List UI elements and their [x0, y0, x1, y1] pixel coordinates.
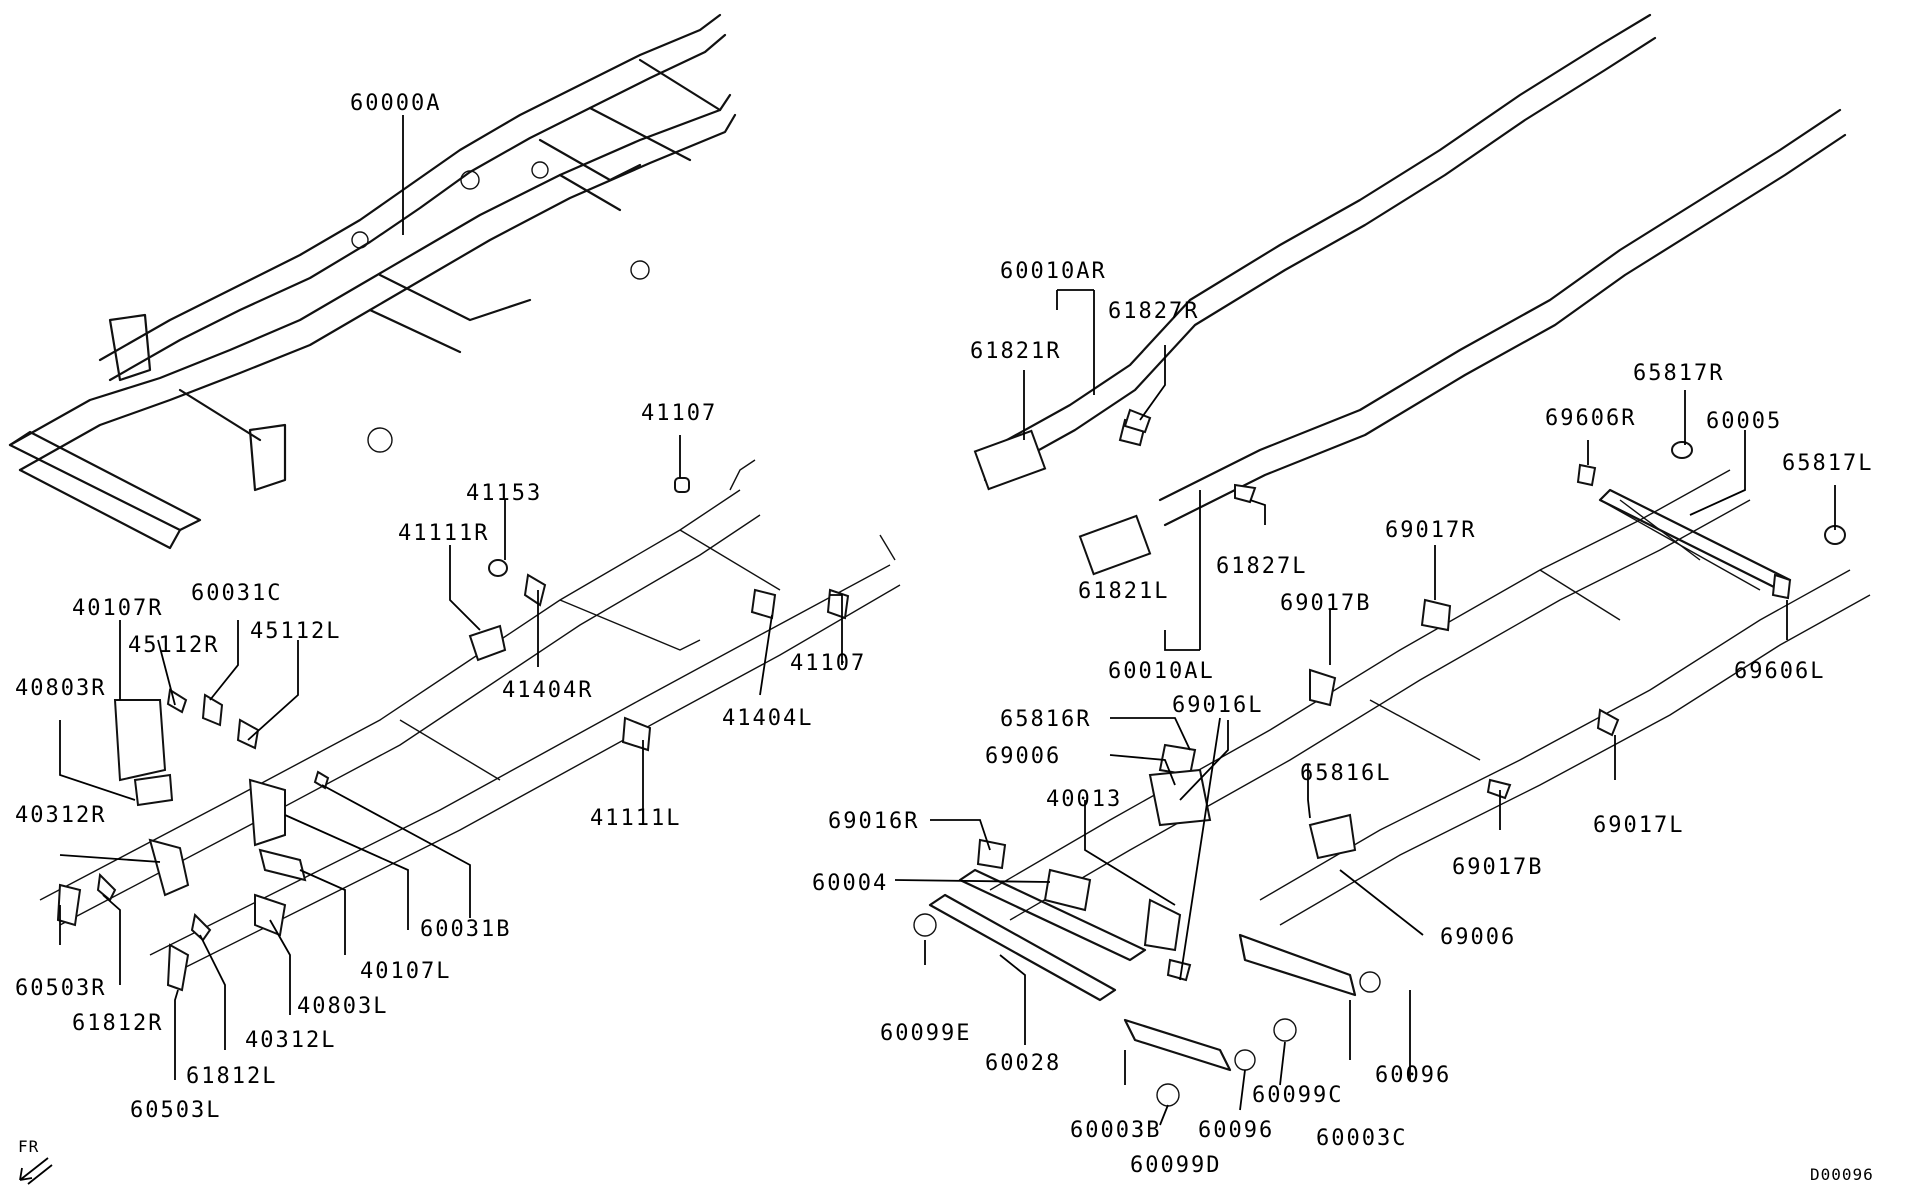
label-69017B-upper: 69017B	[1280, 591, 1371, 616]
label-41153: 41153	[466, 481, 542, 506]
label-65816L: 65816L	[1300, 761, 1391, 786]
label-60028: 60028	[985, 1051, 1061, 1076]
part-labels: 60000A 41107 41153 41111R 41404R 41107 4…	[15, 91, 1873, 1178]
label-40107L: 40107L	[360, 959, 451, 984]
label-69606R: 69606R	[1545, 406, 1636, 431]
label-69016L: 69016L	[1172, 693, 1263, 718]
label-60004: 60004	[812, 871, 888, 896]
label-41107-lower: 41107	[790, 651, 866, 676]
label-41111R: 41111R	[398, 521, 489, 546]
label-69017R: 69017R	[1385, 518, 1476, 543]
label-41107-upper: 41107	[641, 401, 717, 426]
label-60503R: 60503R	[15, 976, 106, 1001]
label-60003B: 60003B	[1070, 1118, 1161, 1143]
label-60099D: 60099D	[1130, 1153, 1221, 1178]
label-40013: 40013	[1046, 787, 1122, 812]
label-61821R: 61821R	[970, 339, 1061, 364]
label-60031C: 60031C	[191, 581, 282, 606]
label-45112R: 45112R	[128, 633, 219, 658]
leader-lines	[59, 115, 1836, 1126]
label-60099E: 60099E	[880, 1021, 971, 1046]
label-41404R: 41404R	[502, 678, 593, 703]
label-60099C: 60099C	[1252, 1083, 1343, 1108]
label-61827L: 61827L	[1216, 554, 1307, 579]
label-60031B: 60031B	[420, 917, 511, 942]
label-41404L: 41404L	[722, 706, 813, 731]
small-parts	[56, 408, 1846, 992]
label-40803L: 40803L	[297, 994, 388, 1019]
label-61812R: 61812R	[72, 1011, 163, 1036]
label-40107R: 40107R	[72, 596, 163, 621]
frame-assembly-60000A	[8, 13, 737, 550]
label-65816R: 65816R	[1000, 707, 1091, 732]
label-61827R: 61827R	[1108, 299, 1199, 324]
label-61812L: 61812L	[186, 1064, 277, 1089]
label-40312L: 40312L	[245, 1028, 336, 1053]
frame-outline-left	[39, 459, 901, 976]
label-65817R: 65817R	[1633, 361, 1724, 386]
label-60096-right: 60096	[1375, 1063, 1451, 1088]
label-45112L: 45112L	[250, 619, 341, 644]
label-60010AR: 60010AR	[1000, 259, 1107, 284]
label-69017L: 69017L	[1593, 813, 1684, 838]
label-60000A: 60000A	[350, 91, 441, 116]
label-61821L: 61821L	[1078, 579, 1169, 604]
label-40312R: 40312R	[15, 803, 106, 828]
label-60003C: 60003C	[1316, 1126, 1407, 1151]
diagram-code: D00096	[1810, 1165, 1874, 1184]
label-65817L: 65817L	[1782, 451, 1873, 476]
side-rails	[973, 13, 1847, 576]
label-69606L: 69606L	[1734, 659, 1825, 684]
label-40803R: 40803R	[15, 676, 106, 701]
fr-arrow-icon	[19, 1157, 53, 1185]
label-60010AL: 60010AL	[1108, 659, 1215, 684]
label-69006-upper: 69006	[985, 744, 1061, 769]
front-direction-indicator: FR	[18, 1137, 53, 1185]
label-69017B-lower: 69017B	[1452, 855, 1543, 880]
label-41111L: 41111L	[590, 806, 681, 831]
label-60096-center: 60096	[1198, 1118, 1274, 1143]
label-69016R: 69016R	[828, 809, 919, 834]
fr-label: FR	[18, 1137, 39, 1156]
label-69006-lower: 69006	[1440, 925, 1516, 950]
label-60005: 60005	[1706, 409, 1782, 434]
label-60503L: 60503L	[130, 1098, 221, 1123]
